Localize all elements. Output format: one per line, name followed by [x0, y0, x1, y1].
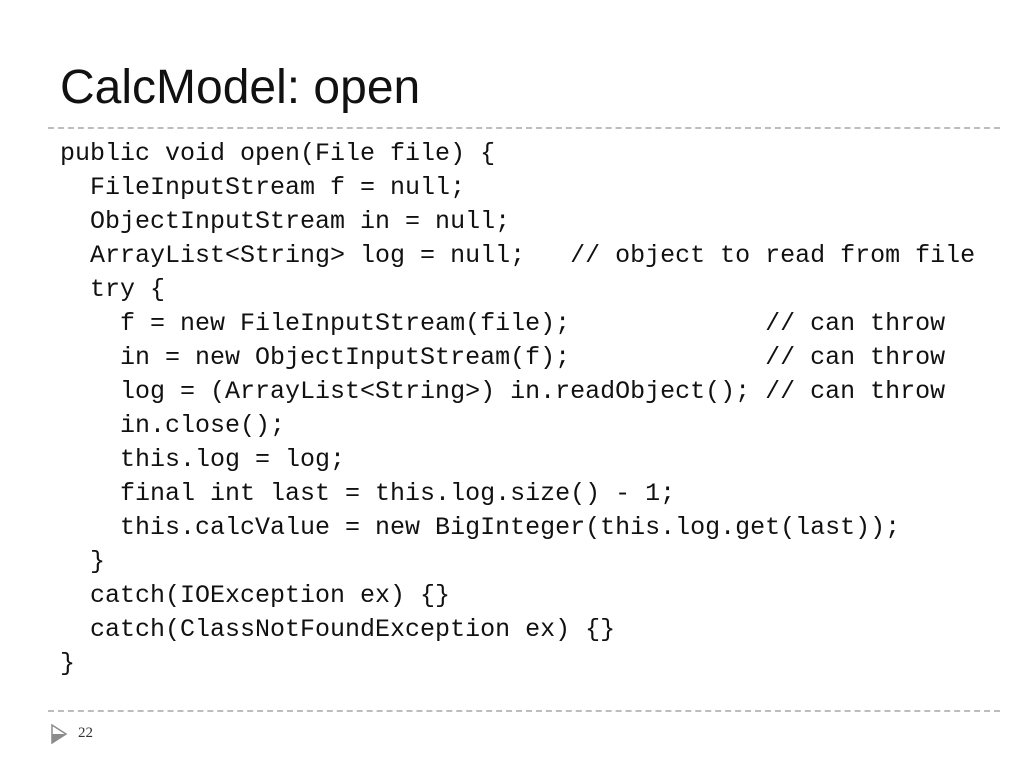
code-line: log = (ArrayList<String>) in.readObject(… [60, 377, 946, 406]
title-divider [48, 127, 1000, 129]
code-line: } [60, 547, 106, 576]
code-line: catch(IOException ex) {} [60, 581, 451, 610]
code-line: ArrayList<String> log = null; // object … [60, 241, 976, 270]
code-block: public void open(File file) { FileInputS… [60, 137, 975, 681]
code-line: ObjectInputStream in = null; [60, 207, 511, 236]
code-line: this.log = log; [60, 445, 346, 474]
triangle-bullet-icon [51, 724, 68, 744]
code-line: this.calcValue = new BigInteger(this.log… [60, 513, 901, 542]
page-number: 22 [78, 725, 93, 741]
footer-divider [48, 710, 1000, 712]
code-line: } [60, 649, 76, 678]
code-line: in.close(); [60, 411, 286, 440]
code-line: try { [60, 275, 166, 304]
code-line: f = new FileInputStream(file); // can th… [60, 309, 946, 338]
triangle-fill [52, 734, 66, 743]
code-line: in = new ObjectInputStream(f); // can th… [60, 343, 946, 372]
code-line: FileInputStream f = null; [60, 173, 466, 202]
code-line: final int last = this.log.size() - 1; [60, 479, 676, 508]
slide-title: CalcModel: open [60, 61, 421, 114]
code-line: catch(ClassNotFoundException ex) {} [60, 615, 616, 644]
code-line: public void open(File file) { [60, 139, 496, 168]
